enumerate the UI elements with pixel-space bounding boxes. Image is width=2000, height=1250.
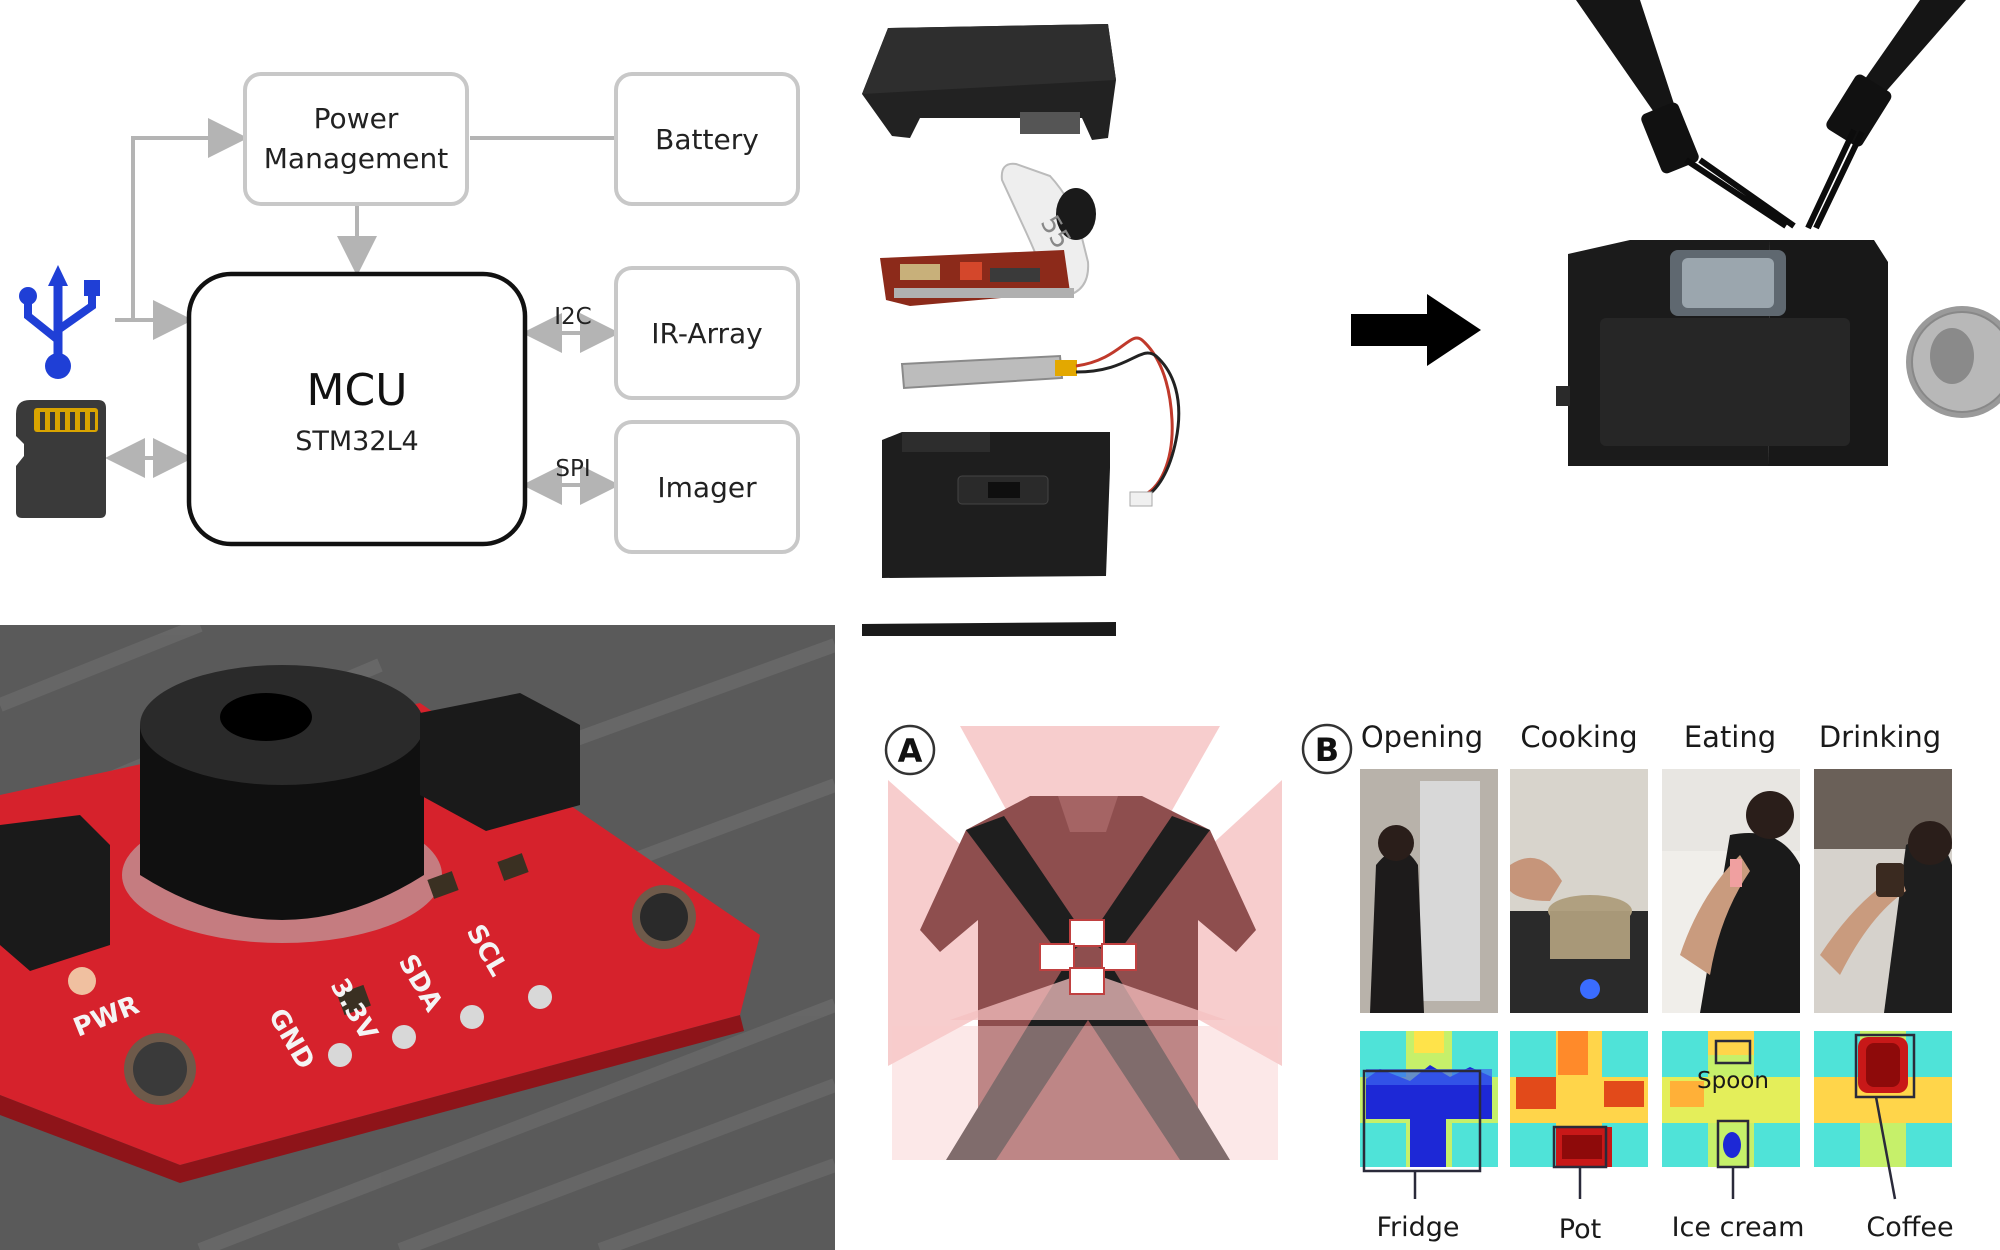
qwiic-connector-right: [420, 693, 580, 831]
thermal-map-eating: [1662, 1031, 1800, 1167]
activity-photo-opening: [1360, 769, 1498, 1013]
power-label-line2: Management: [264, 142, 448, 175]
lens-mount: 55: [1000, 162, 1096, 298]
object-pot: Pot: [1559, 1214, 1601, 1245]
mcu-model-label: STM32L4: [295, 426, 419, 457]
bbox-spoon: [1714, 1039, 1752, 1065]
thermal-map-cooking: [1510, 1031, 1648, 1167]
enclosure-bottom-plate: [862, 622, 1116, 636]
imager-box: [614, 420, 800, 554]
object-coffee: Coffee: [1866, 1212, 1953, 1243]
qwiic-connector-left: [0, 815, 110, 971]
activity-eating: Eating: [1684, 720, 1776, 754]
block-diagram: Power Management Battery MCU STM32L4 IR-…: [16, 72, 800, 554]
microsd-card-icon: [16, 400, 106, 518]
assembled-device-photo: [1556, 0, 2000, 466]
quarter-coin: [1906, 306, 2000, 418]
panel-b-label: B: [1315, 731, 1339, 769]
thermal-map-drinking: [1814, 1031, 1952, 1167]
activity-photo-cooking: [1510, 769, 1648, 1013]
mcu-label: MCU: [307, 365, 408, 416]
battery-label: Battery: [655, 123, 759, 156]
mcu-box: [186, 271, 528, 547]
right-arrow-icon: [1351, 294, 1481, 366]
object-fridge: Fridge: [1376, 1212, 1459, 1243]
thermal-map-opening: [1360, 1031, 1498, 1167]
spi-label: SPI: [555, 456, 590, 482]
object-spoon: Spoon: [1697, 1068, 1769, 1094]
bbox-fridge: [1362, 1069, 1482, 1173]
i2c-label: I2C: [554, 304, 591, 330]
activity-photo-drinking: [1814, 769, 1952, 1013]
panel-a-label: A: [898, 732, 923, 770]
activity-photo-eating: [1662, 769, 1800, 1013]
exploded-view-photo: 55: [862, 24, 1181, 636]
usb-icon: [19, 265, 100, 379]
pcb-board: [880, 250, 1074, 306]
panel-b-figure: B Opening Cooking Eating Drinking: [1301, 720, 1954, 1245]
power-management-box: [243, 72, 469, 206]
lanyard-right: [1860, 0, 1966, 96]
bbox-coffee: [1854, 1033, 1916, 1099]
activity-cooking: Cooking: [1520, 720, 1637, 754]
lanyard-left: [1576, 0, 1676, 118]
ir-array-box: [614, 266, 800, 400]
object-ice-cream: Ice cream: [1672, 1212, 1805, 1243]
ir-array-label: IR-Array: [651, 317, 762, 350]
thermal-sensor-board-photo: PWR GND 3.3V SDA SCL: [0, 625, 835, 1250]
power-label-line1: Power: [314, 102, 399, 135]
enclosure-base: [882, 432, 1110, 578]
thermal-lens: [122, 665, 442, 943]
activity-opening: Opening: [1361, 720, 1483, 754]
battery-box: [614, 72, 800, 206]
imager-label: Imager: [657, 471, 757, 504]
activity-drinking: Drinking: [1819, 720, 1941, 754]
lipo-battery: [900, 336, 1181, 507]
sensor-cross: [1039, 919, 1137, 995]
panel-a-figure: A: [884, 724, 1282, 1160]
